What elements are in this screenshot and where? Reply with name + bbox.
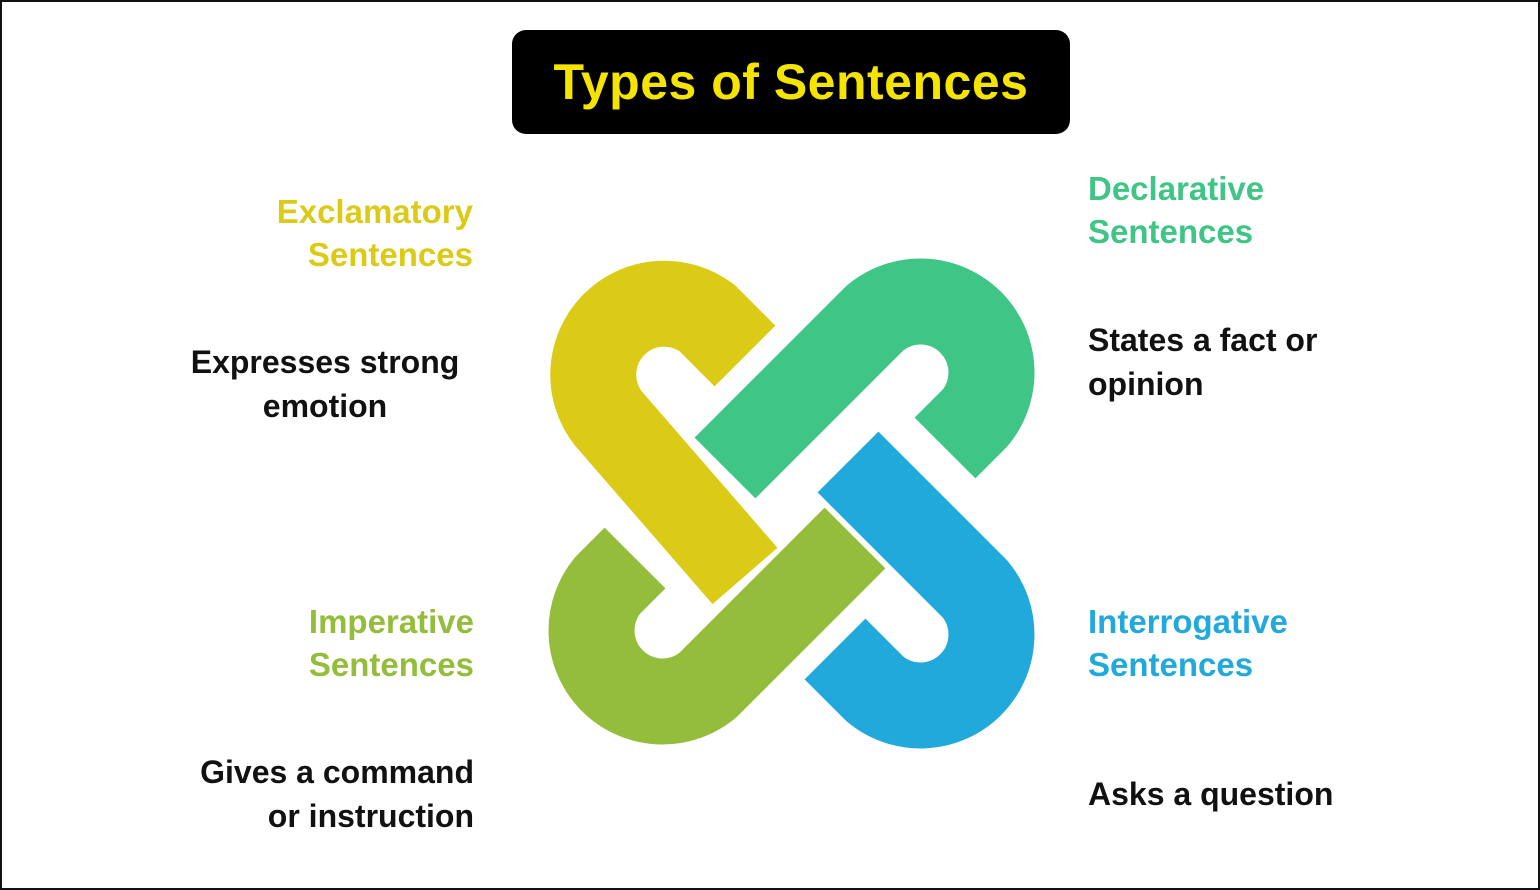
exclamatory-description: Expresses strong emotion	[185, 340, 465, 428]
interrogative-loop	[804, 431, 1035, 749]
declarative-desc-line1: States a fact or	[1088, 322, 1318, 358]
interrogative-title-line1: Interrogative	[1088, 603, 1288, 640]
exclamatory-loop	[550, 260, 778, 605]
page-title: Types of Sentences	[553, 54, 1029, 110]
exclamatory-title-line2: Sentences	[307, 236, 473, 273]
title-banner: Types of Sentences	[512, 30, 1070, 134]
declarative-title-line1: Declarative	[1088, 170, 1265, 207]
imperative-desc-line1: Gives a command	[200, 754, 474, 790]
declarative-description: States a fact or opinion	[1088, 318, 1317, 406]
exclamatory-label: Exclamatory Sentences	[277, 190, 473, 276]
exclamatory-title-line1: Exclamatory	[276, 193, 473, 230]
imperative-title-line1: Imperative	[308, 603, 474, 640]
exclamatory-desc-line2: emotion	[262, 388, 388, 424]
interrogative-title-line2: Sentences	[1088, 646, 1254, 683]
declarative-desc-line2: opinion	[1088, 366, 1204, 402]
imperative-title-line2: Sentences	[308, 646, 474, 683]
imperative-desc-line2: or instruction	[267, 798, 474, 834]
imperative-description: Gives a command or instruction	[200, 750, 474, 838]
interrogative-desc-line1: Asks a question	[1088, 776, 1334, 812]
declarative-label: Declarative Sentences	[1088, 167, 1264, 253]
interrogative-description: Asks a question	[1088, 772, 1333, 816]
imperative-label: Imperative Sentences	[309, 600, 474, 686]
declarative-loop	[694, 258, 1035, 499]
exclamatory-desc-line1: Expresses strong	[190, 344, 460, 380]
declarative-title-line2: Sentences	[1088, 213, 1254, 250]
interrogative-label: Interrogative Sentences	[1088, 600, 1288, 686]
imperative-loop	[548, 507, 886, 745]
